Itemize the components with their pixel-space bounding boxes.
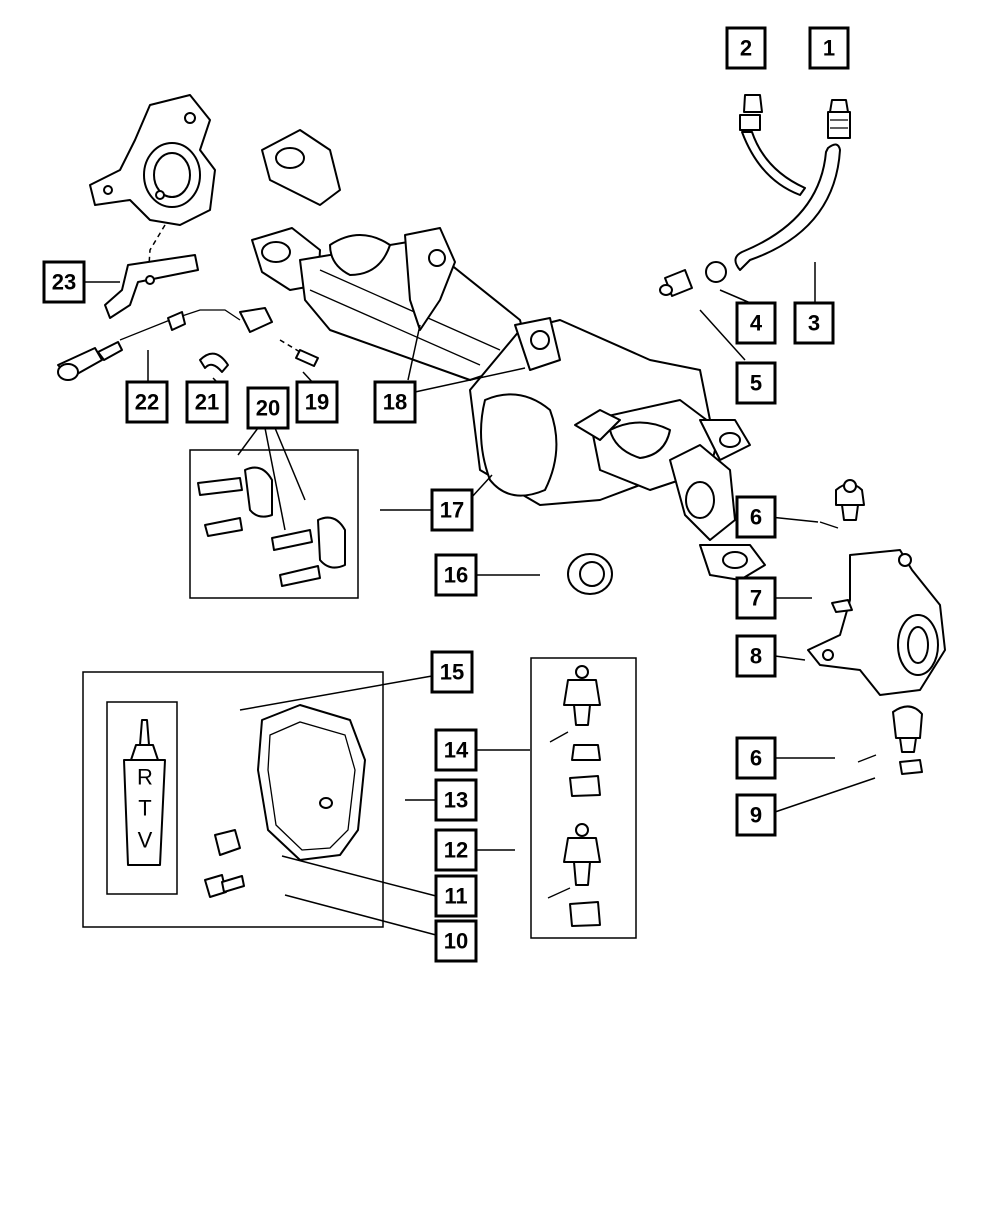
nut-7: [831, 599, 853, 613]
cover-kit-frame: [82, 671, 384, 928]
callout-22: 22: [125, 380, 169, 424]
ball-joint-upper: [819, 479, 865, 529]
callout-12: 12: [434, 828, 478, 872]
rtv-letter-v: V: [138, 828, 153, 853]
svg-text:9: 9: [750, 803, 762, 828]
svg-text:1: 1: [823, 36, 835, 61]
svg-text:3: 3: [808, 311, 820, 336]
svg-text:17: 17: [440, 498, 464, 523]
differential-cover: [257, 704, 366, 861]
callout-15: 15: [430, 650, 474, 694]
rtv-letter-r: R: [137, 765, 153, 790]
callout-3: 3: [793, 301, 835, 345]
svg-text:18: 18: [383, 390, 407, 415]
callout-13: 13: [434, 778, 478, 822]
svg-text:22: 22: [135, 390, 159, 415]
svg-text:7: 7: [750, 586, 762, 611]
callout-14: 14: [434, 728, 478, 772]
callout-1: 1: [808, 26, 850, 70]
vent-hose-assembly: [659, 94, 851, 297]
callout-8: 8: [735, 634, 777, 678]
svg-text:13: 13: [444, 788, 468, 813]
callout-4: 4: [735, 301, 777, 345]
fill-plug: [214, 829, 241, 856]
callout-7: 7: [735, 576, 777, 620]
steering-knuckle-left: [89, 94, 216, 226]
ball-joint-kit-frame: [530, 657, 637, 939]
svg-text:8: 8: [750, 644, 762, 669]
svg-text:16: 16: [444, 563, 468, 588]
ball-joint-kit: [547, 665, 601, 927]
callout-21: 21: [185, 380, 229, 424]
callout-17: 17: [430, 488, 474, 532]
svg-text:11: 11: [444, 884, 467, 909]
bearing-caps-and-bolts: [197, 466, 346, 587]
svg-text:14: 14: [444, 738, 469, 763]
svg-text:23: 23: [52, 270, 76, 295]
svg-text:19: 19: [305, 390, 329, 415]
leader-lines: [85, 262, 876, 936]
callout-6-lower: 6: [735, 736, 777, 780]
ball-joint-lower: [857, 705, 923, 775]
svg-text:10: 10: [444, 929, 468, 954]
callout-16: 16: [434, 553, 478, 597]
bearing-cap-frame: [189, 449, 359, 599]
callout-20: 20: [246, 386, 290, 430]
callout-18: 18: [373, 380, 417, 424]
svg-text:12: 12: [444, 838, 468, 863]
steering-knuckle-right: [807, 549, 946, 696]
svg-text:2: 2: [740, 36, 752, 61]
callout-9: 9: [735, 793, 777, 837]
rtv-letter-t: T: [138, 796, 151, 821]
svg-text:5: 5: [750, 371, 762, 396]
callout-10: 10: [434, 919, 478, 963]
callout-5: 5: [735, 361, 777, 405]
svg-text:6: 6: [750, 505, 762, 530]
svg-text:15: 15: [440, 660, 464, 685]
rtv-frame: [106, 701, 178, 895]
callout-23: 23: [42, 260, 86, 304]
abs-sensor: [57, 307, 273, 381]
cover-bolt: [204, 874, 245, 898]
svg-text:6: 6: [750, 746, 762, 771]
callout-6-upper: 6: [735, 495, 777, 539]
rtv-tube: R T V: [123, 719, 166, 866]
axle-seal: [567, 553, 613, 595]
callout-2: 2: [725, 26, 767, 70]
sensor-bracket: [104, 254, 199, 319]
svg-text:4: 4: [750, 311, 763, 336]
sensor-bolt: [279, 339, 319, 367]
callout-19: 19: [295, 380, 339, 424]
callout-11: 11: [434, 874, 478, 918]
svg-text:21: 21: [195, 390, 219, 415]
axle-housing: [251, 129, 766, 581]
sensor-clip: [199, 352, 229, 373]
svg-text:20: 20: [256, 396, 280, 421]
